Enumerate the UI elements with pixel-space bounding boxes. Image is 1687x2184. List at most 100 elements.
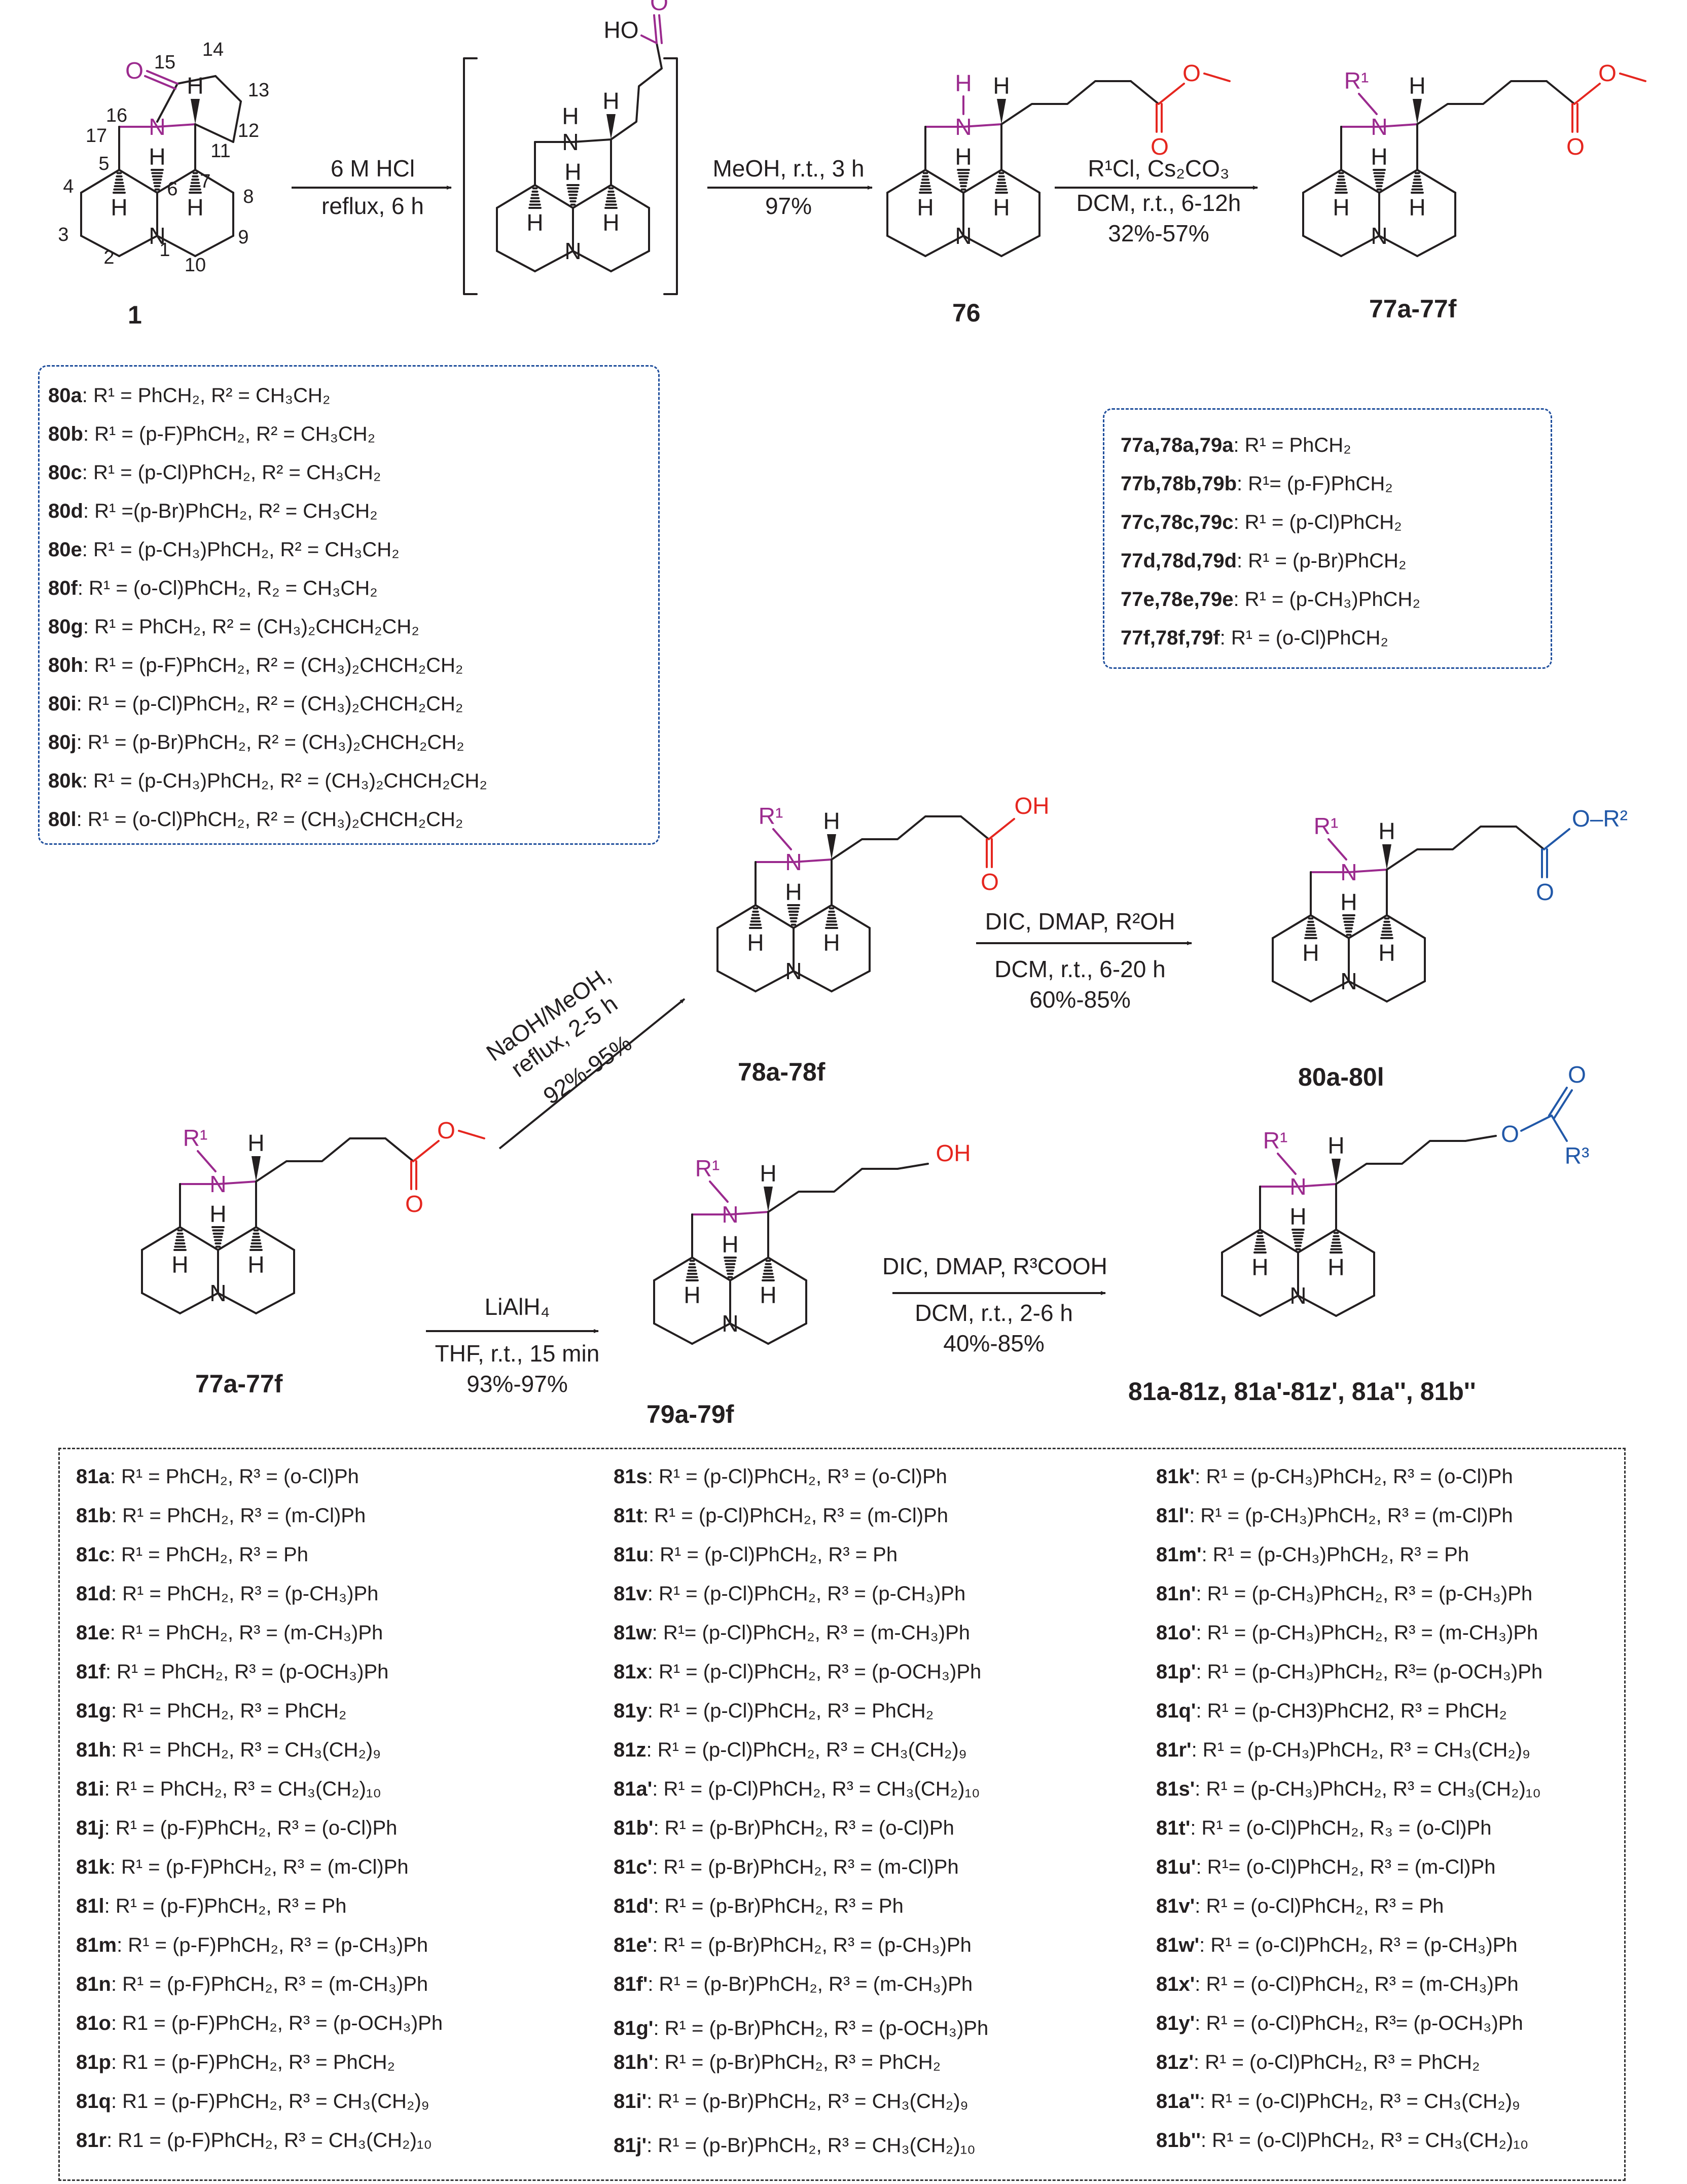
hydrogen-label: H — [823, 808, 840, 834]
table-81-entry-id: 81e — [76, 1622, 110, 1644]
table-81-entry-row: 81a'': R¹ = (o-Cl)PhCH₂, R³ = CH₃(CH₂)₉ — [1156, 2090, 1520, 2113]
hydrogen-label: H — [562, 103, 579, 129]
table-81-entry-row: 81w': R¹ = (o-Cl)PhCH₂, R³ = (p-CH₃)Ph — [1156, 1934, 1518, 1957]
legend-80-desc: : R¹ = (p-Cl)PhCH₂, R² = (CH₃)₂CHCH₂CH₂ — [76, 693, 463, 715]
bond — [572, 250, 612, 272]
hydrogen-label: H — [1327, 1132, 1344, 1159]
oxygen-label: O — [1151, 133, 1169, 160]
cond-esterification-mid: DCM, r.t., 6-20 h — [994, 956, 1166, 982]
table-81-entry-row: 81v': R¹ = (o-Cl)PhCH₂, R³ = Ph — [1156, 1895, 1444, 1918]
table-81-entry-id: 81c — [76, 1544, 110, 1566]
legend-80-row: 80a: R¹ = PhCH₂, R² = CH₃CH₂ — [48, 376, 487, 415]
wedge-bond — [252, 1156, 261, 1181]
bond — [1378, 169, 1418, 194]
table-81-entry-desc: : R¹ = (p-CH₃)PhCH₂, R³ = (m-Cl)Ph — [1189, 1505, 1513, 1527]
label-compound-80: 80a-80l — [1298, 1063, 1384, 1091]
table-81-entry-row: 81f: R¹ = PhCH₂, R³ = (p-OCH₃)Ph — [76, 1661, 388, 1684]
table-81-entry-row: 81e': R¹ = (p-Br)PhCH₂, R³ = (p-CH₃)Ph — [614, 1934, 972, 1957]
legend-80-row: 80l: R¹ = (o-Cl)PhCH₂, R² = (CH₃)₂CHCH₂C… — [48, 800, 487, 839]
table-81-entry-row: 81m': R¹ = (p-CH₃)PhCH₂, R³ = Ph — [1156, 1544, 1469, 1566]
bond — [179, 1226, 219, 1251]
bracket-left — [463, 57, 478, 295]
table-81-entry-desc: : R1 = (p-F)PhCH₂, R³ = PhCH₂ — [111, 2051, 395, 2073]
bond — [1340, 169, 1380, 194]
table-81-entry-row: 81l: R¹ = (p-F)PhCH₂, R³ = Ph — [76, 1895, 346, 1918]
table-81-entry-id: 81b — [76, 1505, 111, 1527]
legend-77-desc: : R¹ = (p-Br)PhCH₂ — [1237, 550, 1407, 572]
atom-number: 10 — [185, 255, 206, 276]
r1-label: R¹ — [1263, 1127, 1288, 1154]
table-81-entry-id: 81p — [76, 2051, 111, 2073]
legend-80-desc: : R¹ = (o-Cl)PhCH₂, R₂ = CH₃CH₂ — [77, 577, 378, 599]
bond — [156, 83, 178, 123]
legend-80-row: 80g: R¹ = PhCH₂, R² = (CH₃)₂CHCH₂CH₂ — [48, 607, 487, 646]
table-81-entry-desc: : R¹ = (o-Cl)PhCH₂, R³ = CH₃(CH₂)₉ — [1199, 2090, 1520, 2113]
bond — [988, 818, 1015, 840]
oxygen-label: O — [405, 1191, 423, 1217]
bond — [1302, 169, 1342, 194]
wedge-bond — [191, 99, 200, 124]
table-81-entry-row: 81j: R¹ = (p-F)PhCH₂, R³ = (o-Cl)Ph — [76, 1817, 397, 1840]
hydrogen-label: H — [171, 1251, 188, 1278]
legend-77-id: 77d,78d,79d — [1121, 550, 1237, 572]
table-81-entry-desc: : R¹ = (p-Cl)PhCH₂, R³ = PhCH₂ — [647, 1700, 934, 1722]
legend-77-desc: : R¹ = (o-Cl)PhCH₂ — [1219, 627, 1388, 649]
table-81-entry-desc: : R1 = (p-F)PhCH₂, R³ = (p-OCH₃)Ph — [111, 2012, 443, 2034]
atom-number: 8 — [243, 186, 254, 207]
bond — [232, 100, 242, 143]
hydrogen-label: H — [1371, 144, 1387, 170]
wedge-bond — [1382, 844, 1391, 870]
table-81-entry-row: 81k: R¹ = (p-F)PhCH₂, R³ = (m-Cl)Ph — [76, 1856, 409, 1879]
table-81-entry-desc: : R¹ = (p-F)PhCH₂, R³ = (m-Cl)Ph — [110, 1856, 409, 1878]
bond — [384, 1137, 414, 1162]
bond — [1310, 914, 1350, 939]
cond-acylation: DIC, DMAP, R³COOH DCM, r.t., 2-6 h 40%-8… — [882, 1252, 1107, 1357]
hydrogen-label: H — [564, 159, 581, 185]
bond — [793, 904, 833, 929]
bond — [197, 1150, 217, 1172]
r1-label: R¹ — [183, 1125, 208, 1151]
bond — [1221, 1295, 1261, 1317]
bond — [1000, 169, 1040, 194]
legend-80-id: 80d — [48, 500, 83, 522]
table-81-entry-desc: : R¹ = (p-CH3)PhCH2, R³ = PhCH₂ — [1196, 1700, 1507, 1722]
table-81-entry-row: 81p: R1 = (p-F)PhCH₂, R³ = PhCH₂ — [76, 2051, 395, 2074]
bond — [772, 828, 792, 850]
legend-77-row: 77c,78c,79c: R¹ = (p-Cl)PhCH₂ — [1121, 503, 1420, 542]
arrows-layer — [292, 186, 1258, 1333]
cond-alkylation-bottom: 32%-57% — [1108, 220, 1209, 246]
cond-reduction-top: LiAlH₄ — [484, 1294, 550, 1320]
hydrogen-label: H — [1327, 1254, 1344, 1280]
table-81-entry-desc: : R¹ = (p-Br)PhCH₂, R³ = (m-CH₃)Ph — [648, 1973, 973, 1995]
table-81-entry-desc: : R1 = (p-F)PhCH₂, R³ = CH₃(CH₂)₉ — [111, 2090, 429, 2113]
wedge-bond — [827, 834, 836, 860]
table-81-entry-row: 81c': R¹ = (p-Br)PhCH₂, R³ = (m-Cl)Ph — [614, 1856, 959, 1879]
side-chain — [831, 815, 962, 861]
wedge-bond — [606, 114, 616, 139]
label-compound-77-bottom: 77a-77f — [195, 1370, 283, 1398]
hydrogen-label: H — [684, 1282, 700, 1308]
table-81-entry-id: 81p' — [1156, 1661, 1196, 1683]
bond — [1520, 1115, 1553, 1132]
bond — [1348, 869, 1388, 873]
nitrogen-label: N — [209, 1280, 226, 1306]
table-81-entry-row: 81a: R¹ = PhCH₂, R³ = (o-Cl)Ph — [76, 1465, 359, 1488]
hydrogen-label: H — [823, 929, 840, 956]
bond — [640, 34, 658, 44]
table-81-entry-desc: : R¹ = PhCH₂, R³ = (o-Cl)Ph — [110, 1465, 359, 1488]
legend-77-id: 77a,78a,79a — [1121, 434, 1234, 456]
table-81-entry-desc: : R¹ = (p-Br)PhCH₂, R³ = (p-CH₃)Ph — [652, 1934, 972, 1956]
bond — [496, 184, 536, 209]
label-compound-78: 78a-78f — [738, 1058, 825, 1086]
table-81-entry-id: 81a'' — [1156, 2090, 1200, 2113]
bracket-right — [663, 57, 678, 295]
table-81-entry-id: 81h' — [614, 2051, 654, 2073]
table-81-entry-id: 81i — [76, 1778, 104, 1800]
bond — [534, 250, 574, 272]
hydrogen-label: H — [247, 1130, 264, 1156]
hydrogen-label: H — [187, 194, 203, 221]
table-81-entry-desc: : R¹ = (p-F)PhCH₂, R³ = (m-CH₃)Ph — [111, 1973, 428, 1995]
table-81-entry-id: 81n — [76, 1973, 111, 1995]
table-81-entry-row: 81c: R¹ = PhCH₂, R³ = Ph — [76, 1544, 308, 1566]
table-81-entry-row: 81h: R¹ = PhCH₂, R³ = CH₃(CH₂)₉ — [76, 1739, 381, 1762]
